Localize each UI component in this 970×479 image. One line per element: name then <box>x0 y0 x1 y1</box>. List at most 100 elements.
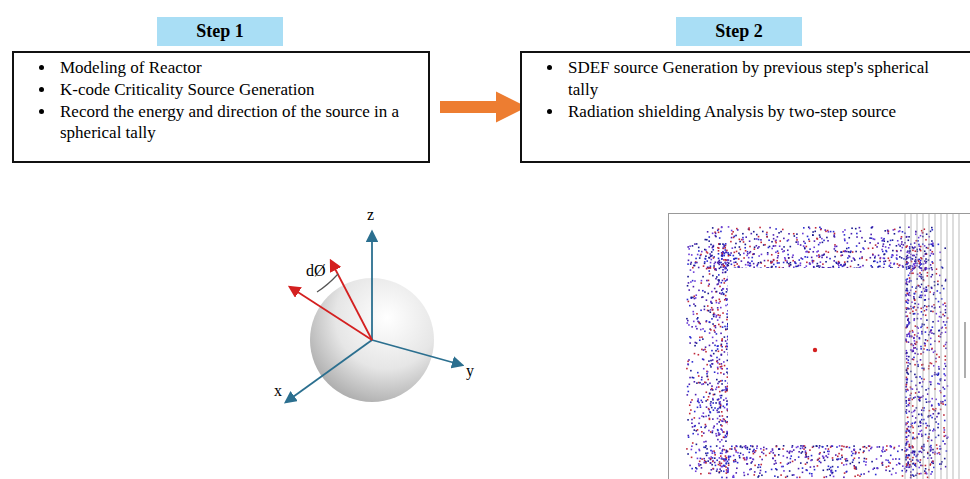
track-dot <box>706 260 708 262</box>
track-dot <box>919 338 921 340</box>
track-dot <box>721 477 723 479</box>
track-dot <box>744 459 746 461</box>
track-dot <box>833 231 835 233</box>
track-dot <box>703 412 705 414</box>
track-dot <box>706 376 708 378</box>
track-dot <box>782 466 784 468</box>
track-dot <box>726 319 728 321</box>
track-dot <box>854 476 856 478</box>
track-dot <box>847 460 849 462</box>
track-dot <box>703 432 705 434</box>
track-dot <box>841 449 843 451</box>
track-dot <box>919 262 921 264</box>
track-dot <box>793 474 795 476</box>
track-dot <box>790 246 792 248</box>
track-dot <box>930 231 932 233</box>
track-dot <box>829 475 831 477</box>
track-dot <box>700 400 702 402</box>
track-dot <box>931 227 933 229</box>
track-dot <box>771 266 773 268</box>
track-dot <box>695 258 697 260</box>
track-dot <box>706 448 708 450</box>
track-dot <box>920 318 922 320</box>
track-dot <box>689 305 691 307</box>
track-dot <box>699 257 701 259</box>
track-dot <box>709 321 711 323</box>
track-dot <box>699 339 701 341</box>
track-dot <box>726 279 728 281</box>
track-dot <box>845 460 847 462</box>
track-dot <box>726 431 728 433</box>
track-dot <box>887 241 889 243</box>
track-dot <box>817 263 819 265</box>
track-dot <box>697 398 699 400</box>
track-dot <box>812 260 814 262</box>
track-dot <box>831 470 833 472</box>
track-dot <box>738 258 740 260</box>
track-dot <box>726 404 728 406</box>
track-dot <box>713 265 715 267</box>
track-dot <box>907 293 909 295</box>
track-dot <box>777 262 779 264</box>
track-dot <box>722 243 724 245</box>
track-dot <box>927 393 929 395</box>
track-dot <box>827 469 829 471</box>
track-dot <box>909 458 911 460</box>
track-dot <box>710 412 712 414</box>
track-dot <box>931 329 933 331</box>
track-dot <box>741 260 743 262</box>
track-dot <box>713 246 715 248</box>
track-dot <box>758 239 760 241</box>
track-dot <box>749 457 751 459</box>
track-dot <box>719 315 721 317</box>
track-dot <box>721 282 723 284</box>
track-dot <box>848 247 850 249</box>
track-dot <box>709 411 711 413</box>
track-dot <box>790 262 792 264</box>
track-dot <box>718 411 720 413</box>
track-dot <box>892 458 894 460</box>
track-dot <box>714 454 716 456</box>
track-dot <box>850 250 852 252</box>
track-dot <box>906 263 908 265</box>
track-dot <box>747 262 749 264</box>
track-dot <box>719 402 721 404</box>
track-dot <box>939 306 941 308</box>
track-dot <box>844 458 846 460</box>
track-dot <box>906 379 908 381</box>
track-dot <box>743 257 745 259</box>
track-dot <box>771 248 773 250</box>
track-dot <box>773 245 775 247</box>
track-dot <box>721 354 723 356</box>
track-dot <box>905 236 907 238</box>
track-dot <box>708 283 710 285</box>
track-dot <box>821 257 823 259</box>
track-dot <box>760 470 762 472</box>
track-dot <box>757 247 759 249</box>
track-dot <box>843 251 845 253</box>
track-dot <box>792 256 794 258</box>
track-dot <box>905 246 907 248</box>
track-dot <box>864 240 866 242</box>
track-dot <box>875 474 877 476</box>
track-dot <box>932 430 934 432</box>
track-dot <box>869 242 871 244</box>
track-dot <box>723 259 725 261</box>
track-dot <box>907 461 909 463</box>
track-dot <box>710 389 712 391</box>
track-dot <box>932 311 934 313</box>
track-dot <box>743 241 745 243</box>
track-dot <box>817 238 819 240</box>
track-dot <box>930 249 932 251</box>
track-dot <box>906 383 908 385</box>
track-dot <box>721 346 723 348</box>
track-dot <box>896 464 898 466</box>
track-dot <box>810 466 812 468</box>
track-dot <box>705 445 707 447</box>
track-dot <box>825 455 827 457</box>
track-dot <box>716 333 718 335</box>
track-dot <box>920 353 922 355</box>
track-dot <box>806 262 808 264</box>
track-dot <box>704 330 706 332</box>
track-dot <box>725 262 727 264</box>
